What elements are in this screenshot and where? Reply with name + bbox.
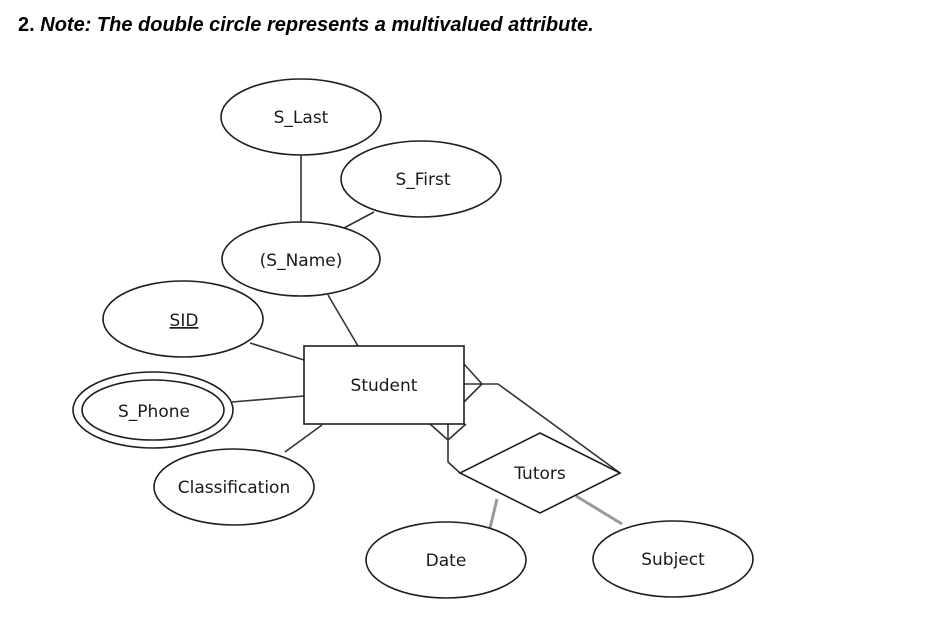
question-heading: 2. Note: The double circle represents a …	[18, 14, 594, 37]
question-number: 2.	[18, 14, 35, 36]
line-tutors-date	[488, 498, 499, 529]
line-tutors-subject	[575, 494, 623, 526]
attr-subject-label: Subject	[641, 550, 705, 570]
line-sphone-student	[231, 395, 305, 403]
attr-classification-label: Classification	[178, 478, 290, 498]
entity-student-label: Student	[351, 376, 418, 396]
line-classification-student	[284, 424, 323, 453]
attr-s-last-label: S_Last	[274, 108, 329, 128]
attr-s-first-label: S_First	[395, 170, 450, 190]
attr-s-name: (S_Name)	[221, 221, 381, 297]
attr-sid: SID	[102, 280, 264, 358]
connector-lines	[231, 155, 623, 529]
attr-s-phone: S_Phone	[72, 371, 234, 449]
attr-date: Date	[365, 521, 527, 599]
attr-s-first: S_First	[340, 140, 502, 218]
attr-subject: Subject	[592, 520, 754, 598]
relationship-tutors-label: Tutors	[513, 464, 566, 484]
line-student-tutors-lower	[447, 424, 461, 474]
attr-s-last: S_Last	[220, 78, 382, 156]
line-student-tutors-upper	[464, 383, 621, 474]
line-sname-student	[327, 294, 359, 347]
entity-student: Student	[303, 345, 465, 425]
attr-sid-label: SID	[170, 311, 199, 331]
crowfoot-upper	[463, 363, 484, 403]
attr-classification: Classification	[153, 448, 315, 526]
crowfoot-lower	[429, 423, 467, 442]
attr-date-label: Date	[426, 551, 467, 571]
attr-s-phone-label: S_Phone	[118, 402, 190, 422]
line-sfirst-sname	[343, 211, 375, 229]
question-note: Note: The double circle represents a mul…	[40, 14, 594, 36]
attr-s-name-label: (S_Name)	[260, 251, 343, 271]
relationship-tutors: Tutors	[458, 432, 622, 514]
line-sid-student	[249, 342, 305, 361]
